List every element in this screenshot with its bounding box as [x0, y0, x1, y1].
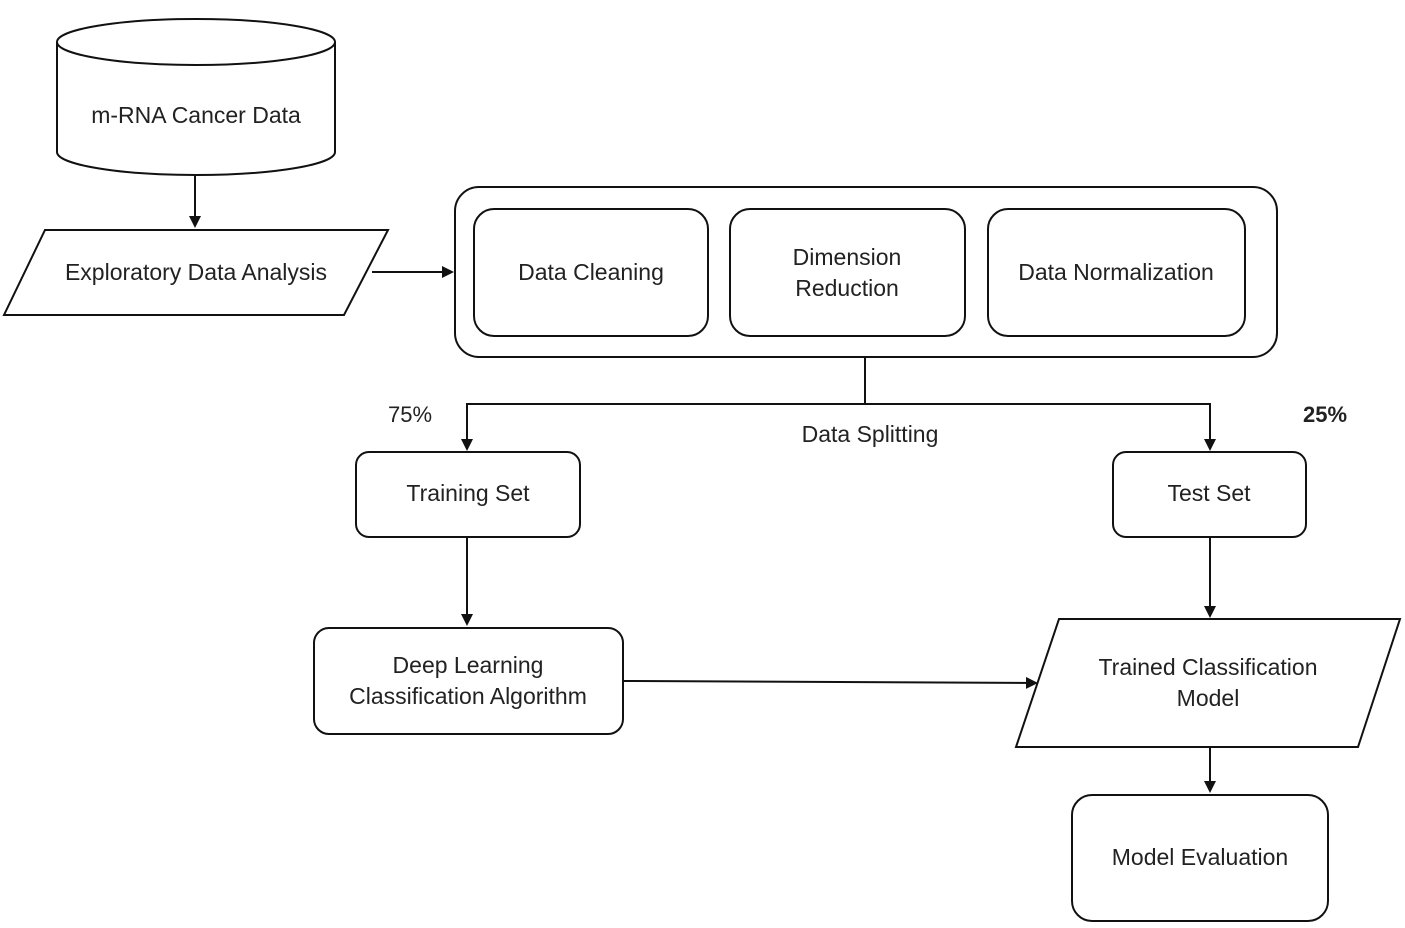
model-evaluation-node: Model Evaluation — [1071, 794, 1329, 922]
training-set-node: Training Set — [355, 451, 581, 538]
trained-model-label-line1: Trained Classification — [1098, 654, 1317, 680]
classification-algorithm-label-line1: Deep Learning — [393, 652, 544, 678]
training-percentage: 75% — [388, 402, 432, 427]
arrow-split-to-training — [461, 403, 865, 451]
eda-node: Exploratory Data Analysis — [2, 229, 390, 316]
source-database-label: m-RNA Cancer Data — [91, 102, 301, 128]
dimension-reduction-label-line1: Dimension — [793, 244, 902, 270]
test-set-node: Test Set — [1112, 451, 1307, 538]
data-cleaning-label: Data Cleaning — [518, 259, 664, 285]
arrow-algorithm-to-trained-model — [623, 676, 1038, 689]
training-set-label: Training Set — [406, 480, 530, 506]
classification-algorithm-label-line2: Classification Algorithm — [349, 683, 587, 709]
data-cleaning-node: Data Cleaning — [473, 208, 709, 337]
data-splitting-label: Data Splitting — [802, 421, 939, 447]
test-set-label: Test Set — [1167, 480, 1251, 506]
classification-algorithm-node: Deep Learning Classification Algorithm — [313, 627, 624, 735]
trained-model-node: Trained Classification Model — [1014, 618, 1402, 748]
dimension-reduction-label-line2: Reduction — [795, 275, 899, 301]
trained-model-label-line2: Model — [1177, 685, 1240, 711]
test-percentage: 25% — [1303, 402, 1347, 427]
arrow-split-to-test — [865, 403, 1216, 451]
data-normalization-node: Data Normalization — [987, 208, 1246, 337]
model-evaluation-label: Model Evaluation — [1112, 844, 1288, 870]
data-normalization-label: Data Normalization — [1018, 259, 1214, 285]
dimension-reduction-node: Dimension Reduction — [729, 208, 966, 337]
source-database-node: m-RNA Cancer Data — [56, 18, 336, 176]
eda-label: Exploratory Data Analysis — [65, 259, 327, 285]
